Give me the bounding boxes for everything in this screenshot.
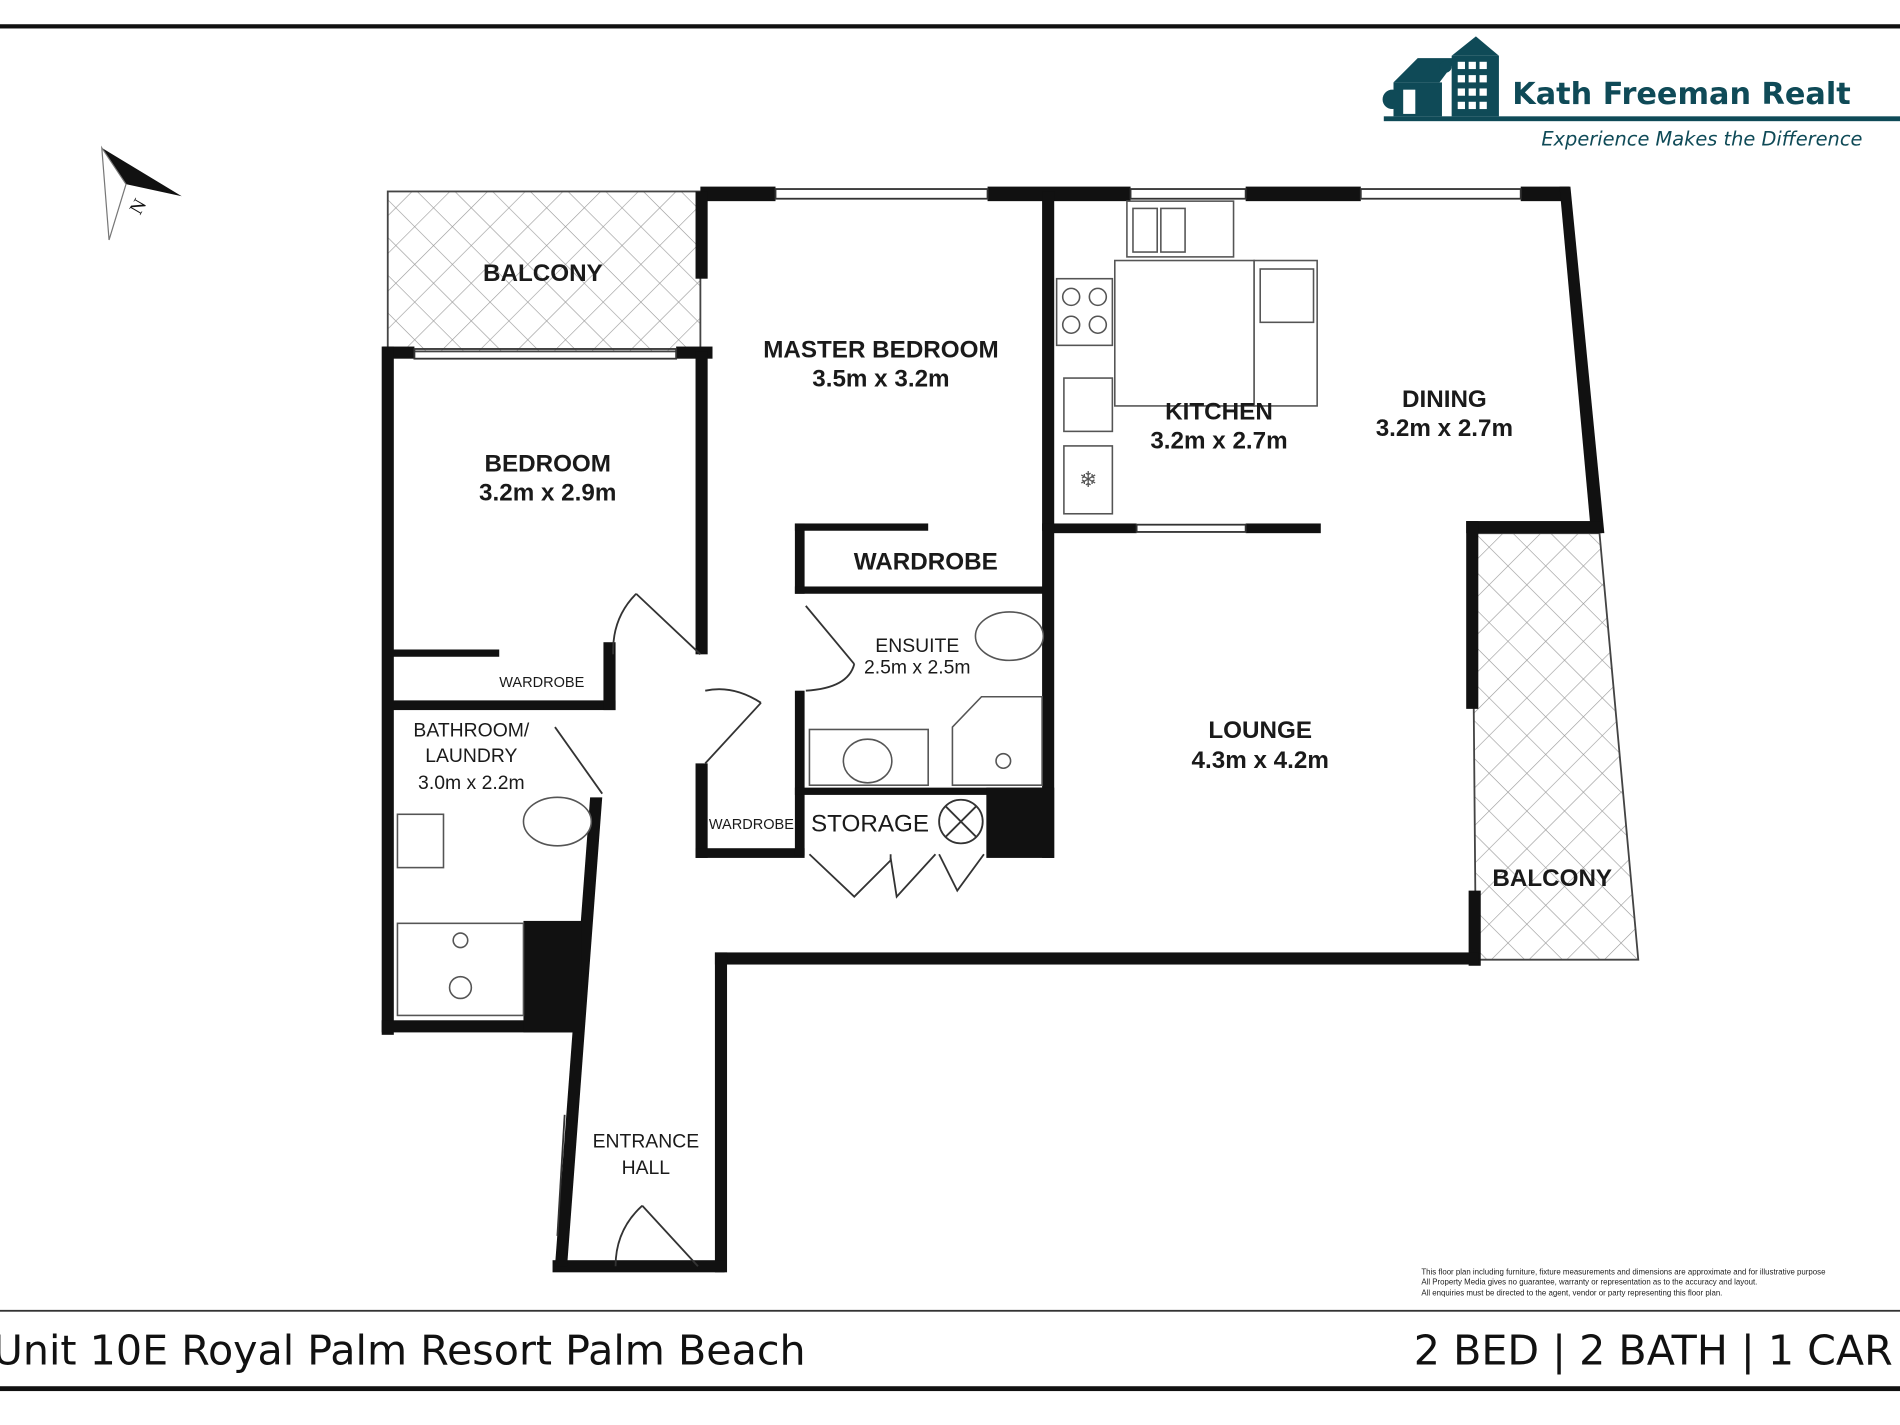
balcony-top-label: BALCONY [483, 260, 603, 287]
balcony-top-area [386, 190, 702, 353]
disclaimer-line: All enquiries must be directed to the ag… [1421, 1288, 1722, 1297]
storage-label: STORAGE [811, 810, 929, 837]
footer-bottom-rule [0, 1386, 1900, 1392]
laundry-label: LAUNDRY [425, 745, 517, 767]
ensuite-size: 2.5m x 2.5m [864, 657, 971, 679]
brand-tagline: Experience Makes the Difference [1541, 127, 1862, 150]
entrance-label: ENTRANCE [593, 1131, 700, 1153]
bedroom-label: BEDROOM [484, 450, 610, 477]
bathroom-label: BATHROOM/ [413, 720, 530, 742]
freezer-icon: ❄ [1079, 467, 1097, 492]
brand-name: Kath Freeman Realt [1512, 77, 1850, 112]
property-features: 2 BED | 2 BATH | 1 CAR [1414, 1326, 1893, 1374]
top-rule [0, 24, 1900, 29]
balcony-side-area [1471, 532, 1640, 961]
lounge-label: LOUNGE [1208, 717, 1312, 744]
disclaimer-line: This floor plan including furniture, fix… [1421, 1268, 1826, 1277]
room-labels: BALCONY MASTER BEDROOM 3.5m x 3.2m KITCH… [413, 260, 1612, 1179]
north-arrow: N [100, 145, 182, 241]
windows [413, 188, 1522, 1237]
balcony-side-label: BALCONY [1492, 865, 1612, 892]
brand-logo: Kath Freeman Realt Experience Makes the … [1382, 36, 1900, 150]
master-bedroom-size: 3.5m x 3.2m [812, 366, 949, 393]
house-building-icon [1382, 36, 1900, 122]
master-bedroom-label: MASTER BEDROOM [763, 336, 998, 363]
footer-top-rule [0, 1309, 1900, 1312]
ensuite-label: ENSUITE [875, 635, 959, 657]
lounge-size: 4.3m x 4.2m [1192, 747, 1329, 774]
hall-wardrobe-label: WARDROBE [709, 817, 794, 833]
property-address: Unit 10E Royal Palm Resort Palm Beach [0, 1326, 806, 1374]
walls [381, 186, 1605, 1273]
kitchen-size: 3.2m x 2.7m [1150, 427, 1287, 454]
disclaimer: This floor plan including furniture, fix… [1421, 1268, 1826, 1298]
bedroom-wardrobe-label: WARDROBE [499, 675, 584, 691]
dining-label: DINING [1402, 386, 1487, 413]
north-label: N [126, 196, 151, 219]
bathroom-laundry-size: 3.0m x 2.2m [418, 772, 525, 794]
master-wardrobe-label: WARDROBE [854, 549, 998, 576]
bedroom-size: 3.2m x 2.9m [479, 479, 616, 506]
disclaimer-line: All Property Media gives no guarantee, w… [1421, 1277, 1757, 1286]
hall-label: HALL [622, 1157, 671, 1179]
dining-size: 3.2m x 2.7m [1376, 415, 1513, 442]
kitchen-label: KITCHEN [1165, 398, 1273, 425]
doors [554, 593, 985, 1267]
fixtures: ❄ [396, 200, 1318, 1017]
